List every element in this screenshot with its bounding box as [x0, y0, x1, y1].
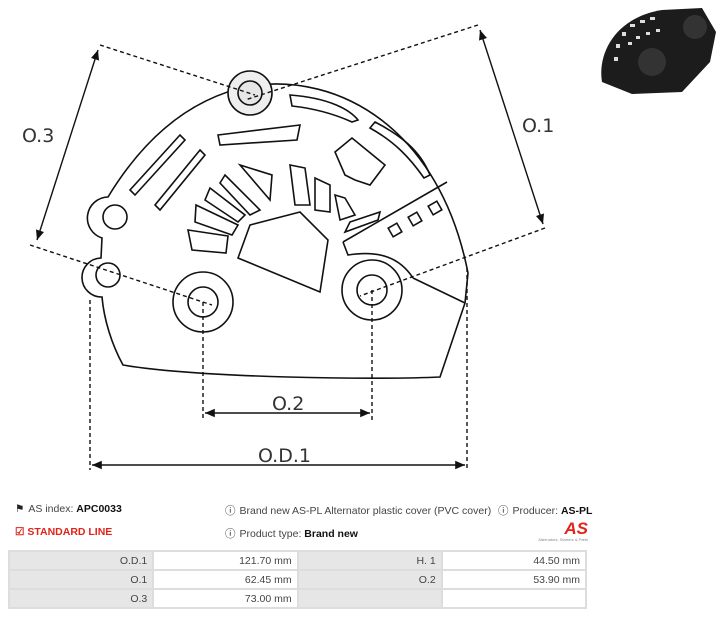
- dimension-extension-lines: [29, 24, 546, 470]
- cover-outline: [81, 70, 469, 380]
- tag-icon: ⚑: [15, 503, 25, 515]
- dim-label-o1: O.1: [522, 115, 554, 137]
- product-photo: [601, 8, 716, 94]
- dim-label-o2: O.2: [272, 393, 304, 415]
- checkbox-icon: ☑: [15, 526, 25, 538]
- info-icon: ⓘ: [225, 528, 236, 540]
- dimension-lines: [35, 29, 544, 470]
- dim-label-o3: O.3: [22, 125, 54, 147]
- dim-label-od1: O.D.1: [258, 445, 311, 467]
- standard-line-badge: ☑ STANDARD LINE: [15, 526, 113, 538]
- info-icon: ⓘ: [498, 505, 509, 517]
- technical-drawing: O.3 O.1 O.2 O.D.1: [22, 24, 554, 470]
- as-index: ⚑AS index: APC0033: [15, 503, 122, 515]
- info-icon: ⓘ: [225, 505, 236, 517]
